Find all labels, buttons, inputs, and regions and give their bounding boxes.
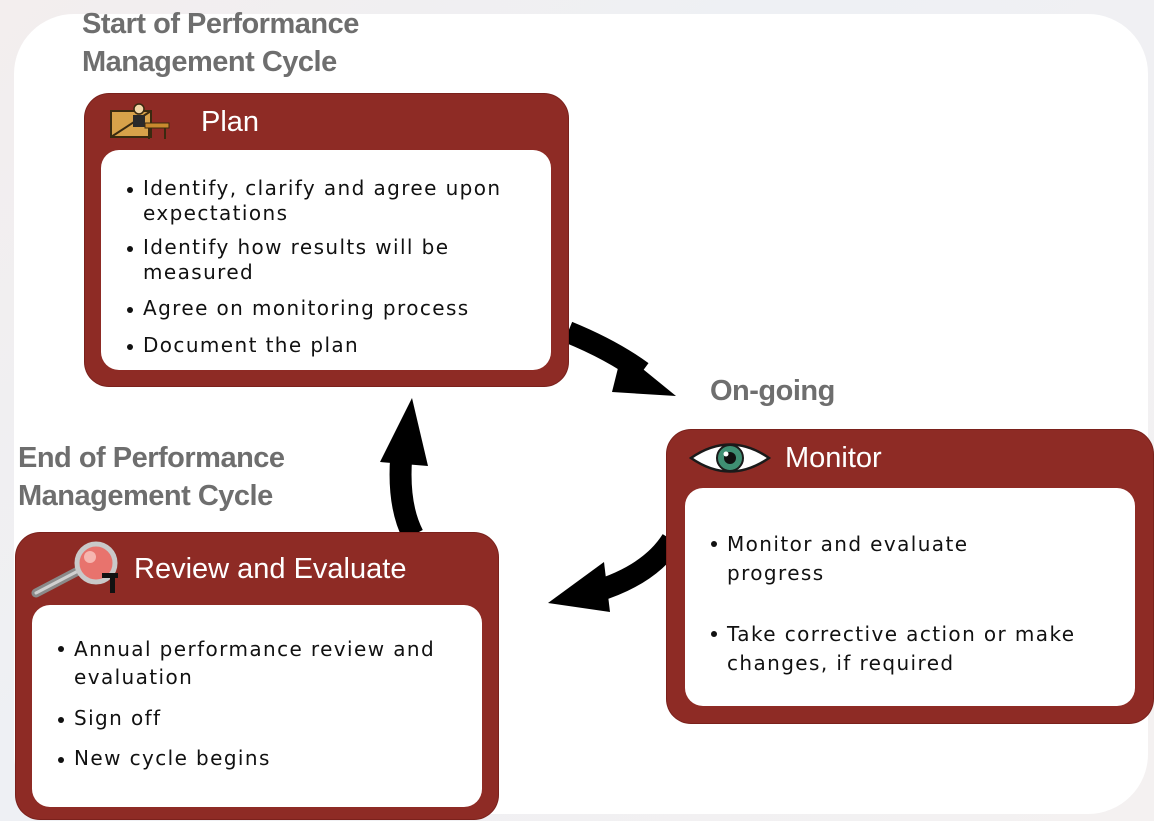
ongoing-label-text: On-going bbox=[710, 375, 835, 407]
end-label-line1: End of Performance bbox=[18, 442, 285, 474]
monitor-list: Monitor and evaluate progress Take corre… bbox=[709, 530, 1121, 678]
list-item: New cycle begins bbox=[56, 746, 468, 771]
start-label-line1: Start of Performance bbox=[82, 8, 359, 40]
review-list: Annual performance review and evaluation… bbox=[56, 635, 468, 771]
monitor-body: Monitor and evaluate progress Take corre… bbox=[685, 488, 1135, 706]
plan-list: Identify, clarify and agree upon expecta… bbox=[125, 176, 537, 358]
list-item: Annual performance review and evaluation bbox=[56, 635, 468, 691]
monitor-card: Monitor Monitor and evaluate progress Ta… bbox=[667, 430, 1153, 723]
ongoing-label: On-going bbox=[710, 372, 835, 410]
plan-title: Plan bbox=[201, 105, 260, 138]
planning-desk-icon bbox=[109, 101, 173, 143]
eye-icon bbox=[688, 437, 772, 479]
list-item: Monitor and evaluate progress bbox=[709, 530, 1047, 588]
monitor-title: Monitor bbox=[785, 441, 882, 474]
review-card: Review and Evaluate Annual performance r… bbox=[16, 533, 498, 819]
arrow-plan-to-monitor-head bbox=[612, 352, 676, 396]
plan-body: Identify, clarify and agree upon expecta… bbox=[101, 150, 551, 370]
list-item: Identify how results will be measured bbox=[125, 235, 537, 285]
start-label: Start of Performance Management Cycle bbox=[82, 5, 359, 81]
arrow-monitor-to-review-head bbox=[548, 562, 610, 612]
review-card-header: Review and Evaluate bbox=[30, 533, 406, 605]
arrow-review-to-plan-head bbox=[380, 398, 428, 466]
review-body: Annual performance review and evaluation… bbox=[32, 605, 482, 807]
list-item: Take corrective action or make changes, … bbox=[709, 620, 1121, 678]
review-title: Review and Evaluate bbox=[134, 552, 407, 585]
list-item: Agree on monitoring process bbox=[125, 296, 537, 321]
plan-card-header: Plan bbox=[109, 94, 259, 150]
plan-card: Plan Identify, clarify and agree upon ex… bbox=[85, 94, 568, 386]
list-item: Document the plan bbox=[125, 333, 537, 358]
list-item: Identify, clarify and agree upon expecta… bbox=[125, 176, 537, 226]
list-item: Sign off bbox=[56, 706, 468, 731]
magnifier-icon bbox=[30, 539, 126, 599]
monitor-card-header: Monitor bbox=[688, 430, 882, 486]
end-label-line2: Management Cycle bbox=[18, 480, 273, 512]
start-label-line2: Management Cycle bbox=[82, 46, 337, 78]
end-label: End of Performance Management Cycle bbox=[18, 439, 285, 515]
